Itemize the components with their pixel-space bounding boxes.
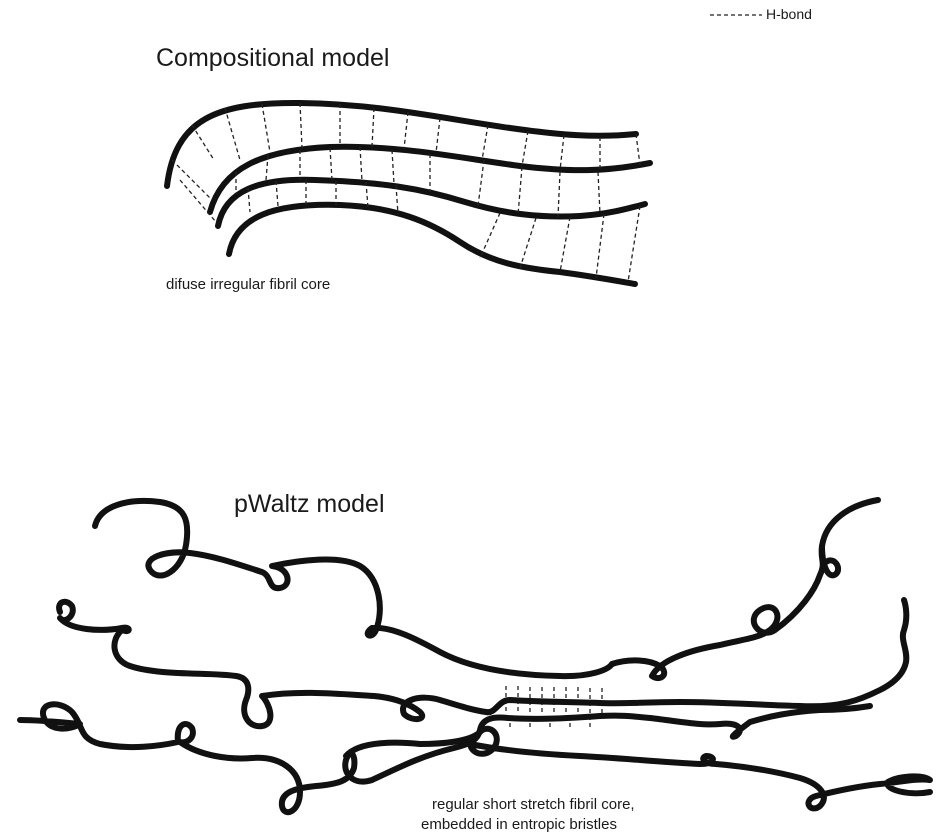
compositional-strand-3 <box>215 176 648 229</box>
pwaltz-caption-line-2: embedded in entropic bristles <box>421 816 617 833</box>
compositional-model-caption: difuse irregular fibril core <box>166 276 331 293</box>
pwaltz-strand-c <box>17 701 873 816</box>
compositional-strand-4 <box>226 201 638 287</box>
compositional-strand-2 <box>207 143 653 215</box>
pwaltz-strand-b <box>56 597 910 730</box>
pwaltz-caption-line-1: regular short stretch fibril core, <box>432 796 635 813</box>
pwaltz-core-hbonds <box>505 686 603 728</box>
compositional-model-diagram <box>164 99 653 287</box>
pwaltz-model-diagram <box>17 497 933 816</box>
pwaltz-strand-a <box>92 497 615 680</box>
pwaltz-strand-a-right <box>609 497 881 682</box>
compositional-hbonds <box>171 102 641 283</box>
pwaltz-strand-d <box>343 725 933 812</box>
compositional-model-title: Compositional model <box>156 44 390 72</box>
pwaltz-model-title: pWaltz model <box>234 490 385 518</box>
legend-hbond-label: H-bond <box>766 6 812 22</box>
pwaltz-strand-a-curl <box>819 543 842 579</box>
compositional-strand-1 <box>164 99 639 189</box>
